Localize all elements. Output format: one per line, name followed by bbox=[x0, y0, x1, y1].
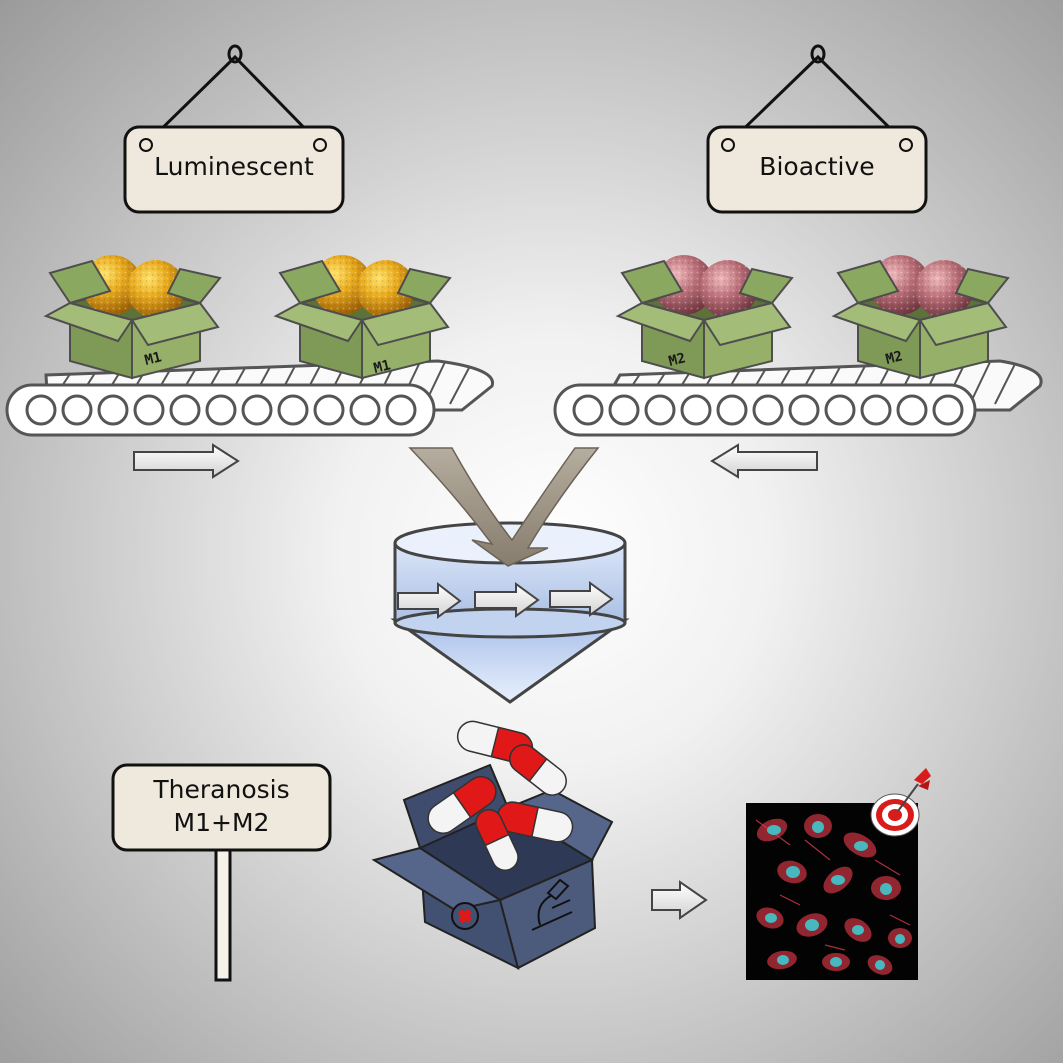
m2-box-right bbox=[831, 255, 1010, 380]
theranosis-label: Theranosis bbox=[153, 775, 290, 804]
m2-label-left: M2 bbox=[667, 350, 687, 370]
capsules bbox=[427, 720, 574, 871]
right-conveyor bbox=[553, 359, 1043, 437]
m2-label-right: M2 bbox=[884, 348, 904, 368]
m1-box-left bbox=[43, 255, 222, 380]
m1-label-left: M1 bbox=[143, 349, 163, 369]
left-conveyor bbox=[5, 359, 495, 437]
left-arrow-icon bbox=[710, 443, 818, 479]
luminescent-sign bbox=[123, 44, 345, 214]
bioactive-label: Bioactive bbox=[759, 152, 875, 181]
right-arrow-icon bbox=[133, 443, 240, 479]
m1-label-right: M1 bbox=[372, 357, 392, 377]
m1-box-right bbox=[273, 255, 452, 380]
merge-arrow-icon bbox=[408, 447, 600, 567]
target-icon bbox=[870, 768, 931, 837]
m1-m2-label: M1+M2 bbox=[173, 808, 270, 837]
bioactive-sign bbox=[706, 44, 928, 214]
medical-cross-icon bbox=[451, 902, 479, 930]
to-cells-arrow-icon bbox=[651, 880, 708, 920]
luminescent-label: Luminescent bbox=[154, 152, 314, 181]
m2-box-left bbox=[615, 255, 794, 380]
theranosis-sign bbox=[111, 763, 332, 982]
flow-arrows bbox=[397, 581, 614, 619]
